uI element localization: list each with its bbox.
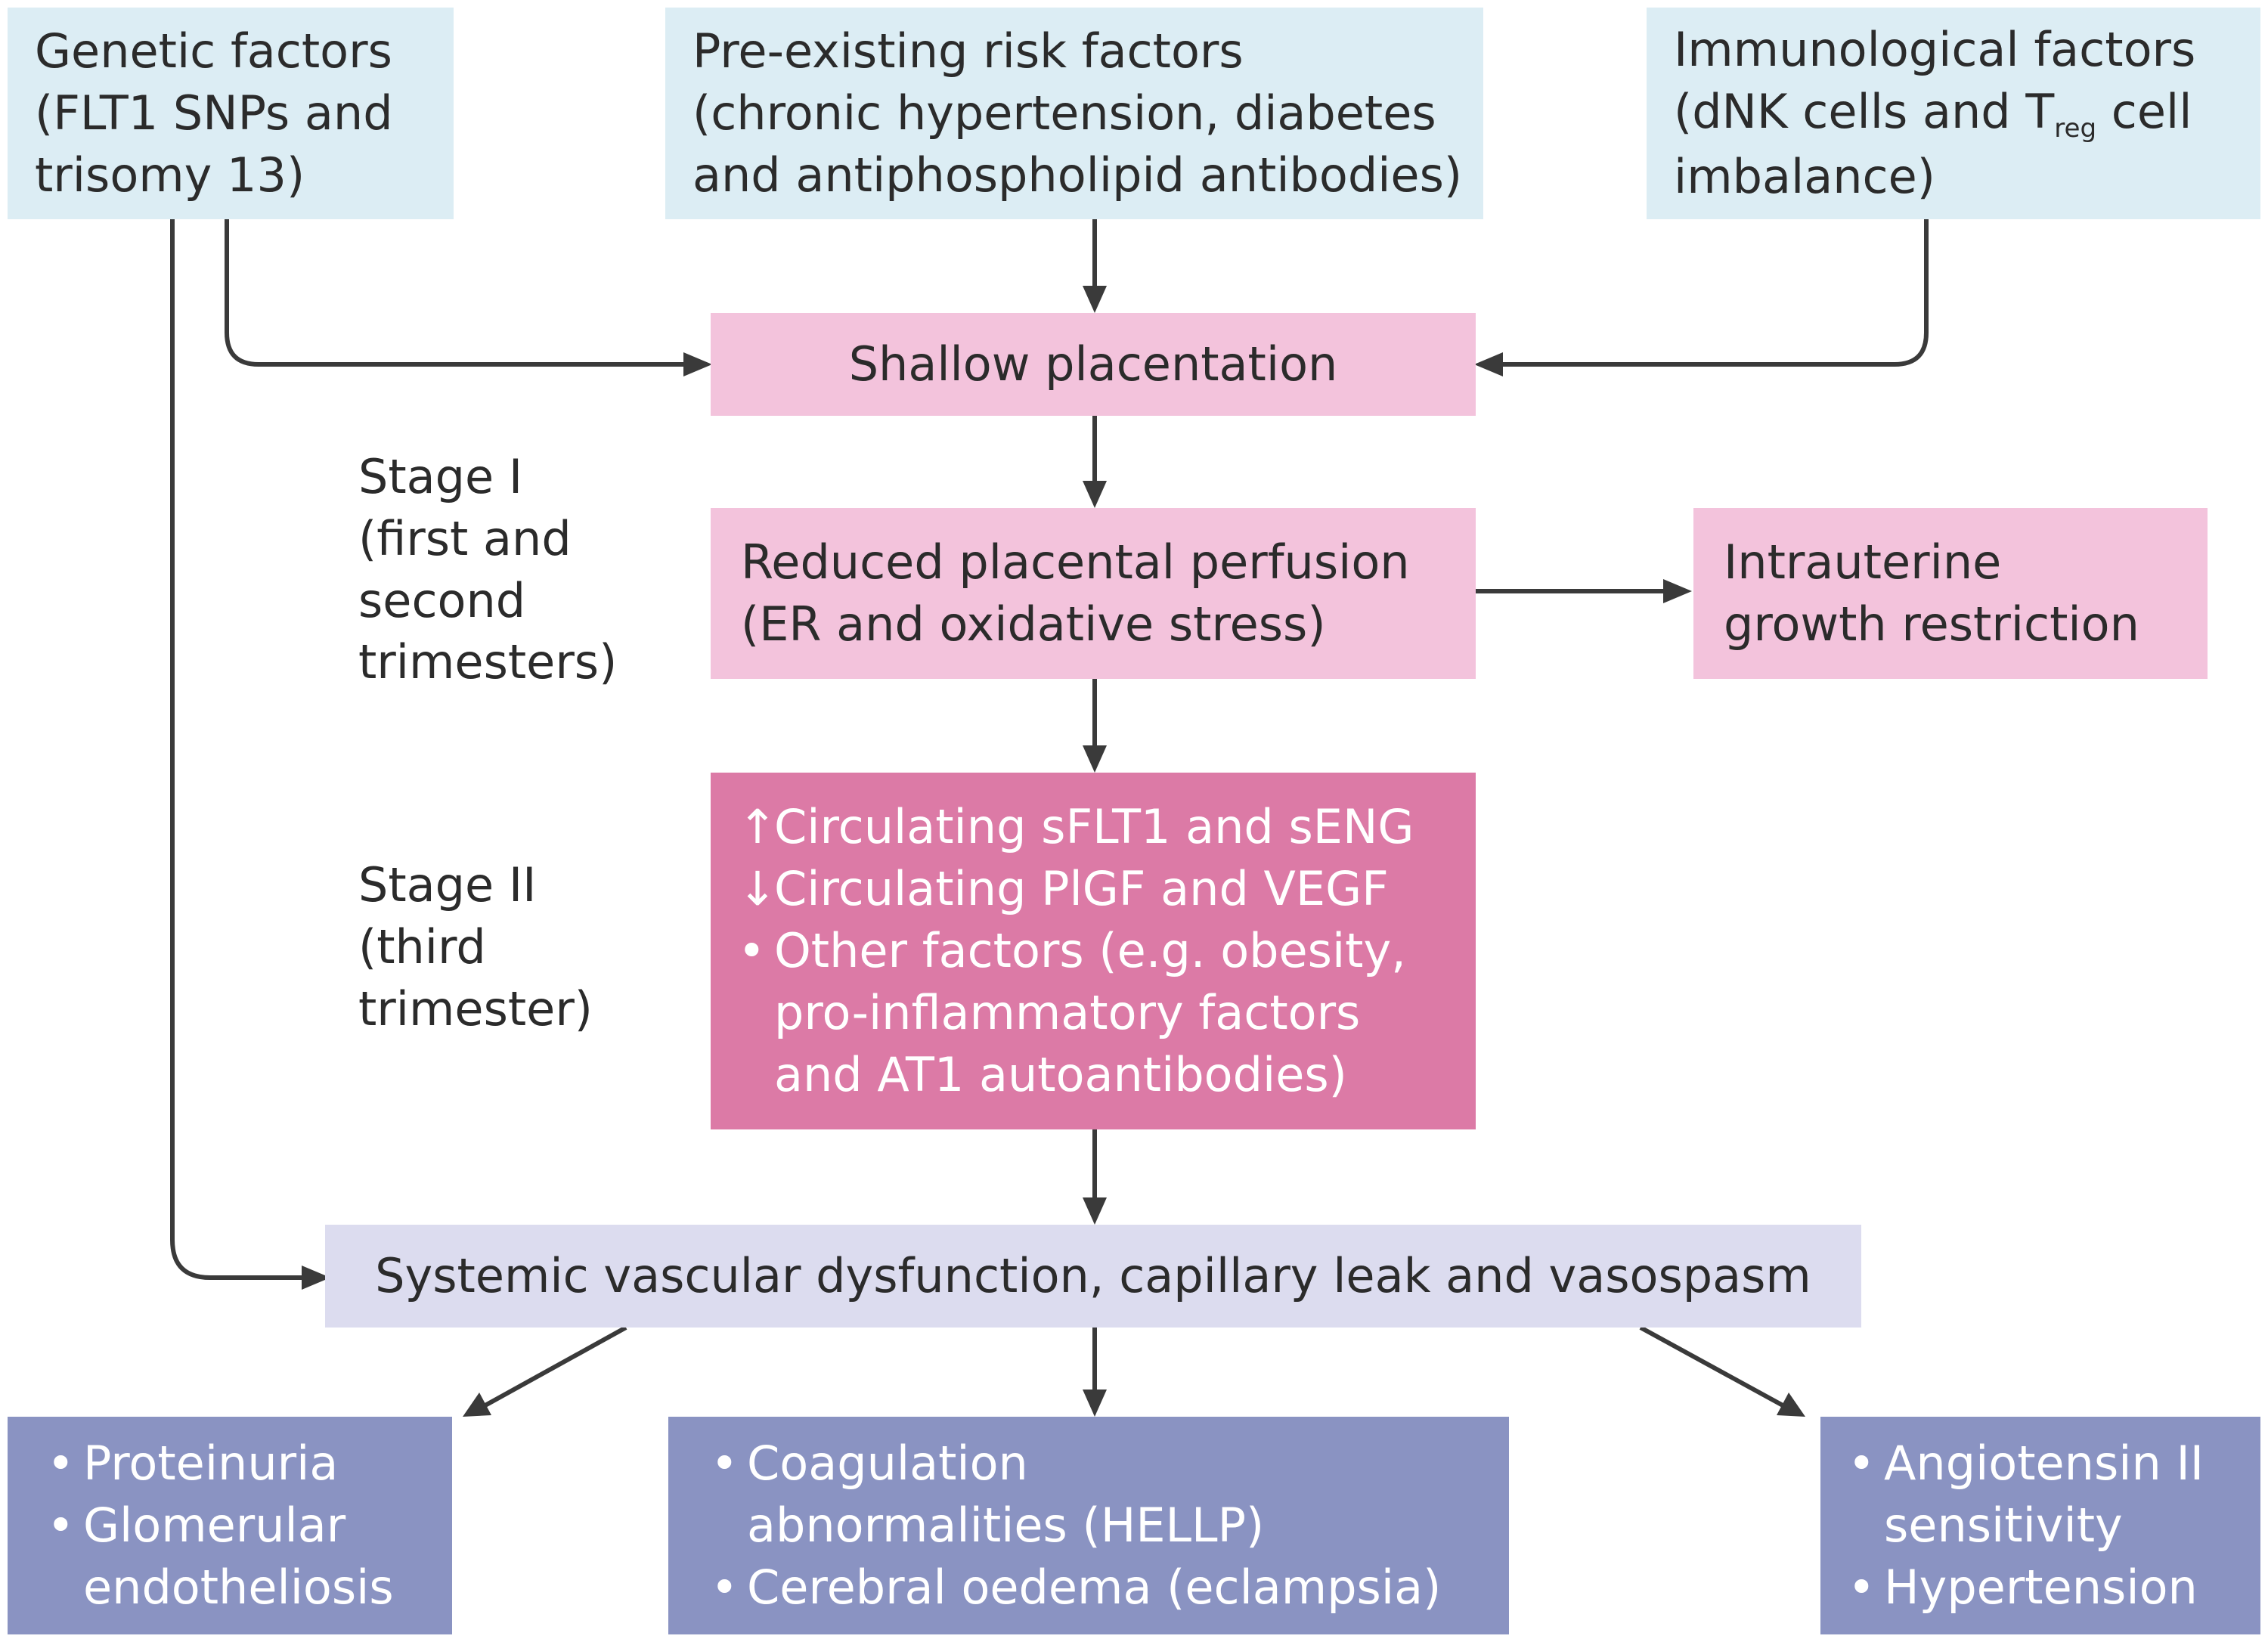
arrowhead-systemic-middle [1083,1390,1107,1417]
arrow-systemic-to-right [1639,1325,1786,1408]
vascular-item-1-text: Angiotensin II [1884,1436,2204,1492]
preexisting-risk-factors-box: Pre-existing risk factors (chronic hyper… [665,8,1483,219]
iugr-box: Intrauterine growth restriction [1693,508,2208,679]
arrowhead-systemic-right [1777,1393,1805,1417]
immunological-line-2-post: cell [2096,84,2192,140]
arrow-immunological-to-shallow [1497,219,1929,367]
renal-item-1-text: Proteinuria [83,1436,339,1492]
haematological-outcomes-box: •Coagulation abnormalities (HELLP) •Cere… [668,1417,1509,1634]
upregulated-text: Circulating sFLT1 and sENG [774,799,1414,855]
haem-item-1: •Coagulation [711,1433,1479,1495]
vascular-item-1-cont: sensitivity [1884,1498,2123,1554]
bullet-icon: • [47,1436,75,1492]
vascular-item-2: •Hypertension [1848,1557,2230,1619]
renal-outcomes-box: •Proteinuria •Glomerular endotheliosis [8,1417,452,1634]
stage-two-line-1: Stage II [358,857,537,912]
stage-two-label: Stage II (third trimester) [358,854,593,1039]
vascular-outcomes-box: •Angiotensin II sensitivity •Hypertensio… [1820,1417,2260,1634]
reduced-perfusion-box: Reduced placental perfusion (ER and oxid… [711,508,1476,679]
haem-item-1-text: Coagulation [747,1436,1028,1492]
iugr-line-2: growth restriction [1724,596,2139,652]
stage-two-line-2: (third [358,919,486,974]
arrowhead-circulating-systemic [1083,1197,1107,1225]
stage-one-line-3: second [358,572,526,628]
haem-item-2: •Cerebral oedema (eclampsia) [711,1557,1479,1619]
stage-one-line-2: (first and [358,510,572,566]
arrowhead-immunological-shallow [1474,352,1503,376]
arrowhead-systemic-left [463,1393,491,1417]
immunological-line-3: imbalance) [1674,148,1935,204]
bullet-icon: • [47,1498,75,1554]
up-arrow-icon: ↑ [738,799,777,855]
preexisting-line-1: Pre-existing risk factors [692,23,1244,79]
arrowhead-shallow-reduced [1083,481,1107,508]
other-factors-line-2: pro-inflammatory factors [774,984,1361,1040]
downregulated-text: Circulating PlGF and VEGF [774,861,1389,917]
bullet-icon: • [711,1436,739,1492]
vascular-item-2-text: Hypertension [1884,1559,2198,1615]
stage-one-label: Stage I (first and second trimesters) [358,446,617,693]
arrow-genetic-to-systemic [170,219,306,1280]
genetic-line-2: (FLT1 SNPs and [35,85,393,141]
genetic-factors-box: Genetic factors (FLT1 SNPs and trisomy 1… [8,8,454,219]
downregulated-line: ↓Circulating PlGF and VEGF [738,858,1445,920]
down-arrow-icon: ↓ [738,861,777,917]
iugr-line-1: Intrauterine [1724,534,2002,590]
haem-item-1-cont: abnormalities (HELLP) [747,1498,1265,1554]
other-factors-text-1: Other factors (e.g. obesity, [774,923,1406,979]
genetic-line-1: Genetic factors [35,23,392,79]
haem-item-2-text: Cerebral oedema (eclampsia) [747,1559,1442,1615]
stage-one-line-4: trimesters) [358,634,618,690]
shallow-placentation-box: Shallow placentation [711,313,1476,416]
other-factors-line-1: •Other factors (e.g. obesity, [738,920,1445,982]
immunological-line-1: Immunological factors [1674,22,2196,78]
bullet-icon: • [1848,1436,1876,1492]
vascular-item-1: •Angiotensin II [1848,1433,2230,1495]
circulating-factors-box: ↑Circulating sFLT1 and sENG ↓Circulating… [711,773,1476,1129]
arrowhead-genetic-shallow [683,352,712,376]
systemic-dysfunction-box: Systemic vascular dysfunction, capillary… [325,1225,1861,1328]
bullet-icon: • [711,1559,739,1615]
arrow-systemic-to-left [482,1325,627,1408]
bullet-icon: • [738,923,766,979]
bullet-icon: • [1848,1559,1876,1615]
stage-one-line-1: Stage I [358,449,523,504]
arrowhead-preexisting-shallow [1083,286,1107,313]
genetic-line-3: trisomy 13) [35,147,305,203]
reduced-line-1: Reduced placental perfusion [741,534,1410,590]
systemic-label: Systemic vascular dysfunction, capillary… [375,1248,1811,1304]
other-factors-line-3: and AT1 autoantibodies) [774,1046,1347,1102]
treg-subscript: reg [2054,113,2097,144]
immunological-line-2-pre: (dNK cells and T [1674,84,2055,140]
arrowhead-reduced-circulating [1083,745,1107,773]
preexisting-line-2: (chronic hypertension, diabetes [692,85,1436,141]
reduced-line-2: (ER and oxidative stress) [741,596,1326,652]
stage-two-line-3: trimester) [358,981,593,1036]
renal-item-2-cont: endotheliosis [83,1559,394,1615]
immunological-line-2: (dNK cells and Treg cell [1674,81,2233,146]
arrow-genetic-to-shallow [225,219,688,367]
arrowhead-genetic-systemic [302,1266,330,1290]
arrowhead-reduced-iugr [1663,579,1692,603]
immunological-factors-box: Immunological factors (dNK cells and Tre… [1647,8,2260,219]
upregulated-line: ↑Circulating sFLT1 and sENG [738,796,1445,858]
renal-item-1: •Proteinuria [47,1433,422,1495]
shallow-placentation-label: Shallow placentation [848,336,1338,392]
renal-item-2-text: Glomerular [83,1498,346,1554]
preexisting-line-3: and antiphospholipid antibodies) [692,147,1463,203]
renal-item-2: •Glomerular [47,1495,422,1557]
